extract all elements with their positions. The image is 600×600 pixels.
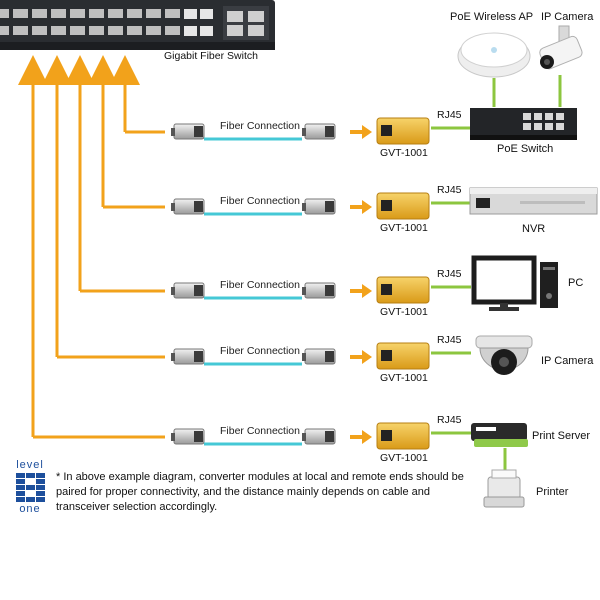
- connection-row: [171, 187, 598, 220]
- connection-row: [171, 422, 528, 450]
- fiber-connection-label: Fiber Connection: [220, 425, 300, 437]
- gvt-1001-converter-icon: [376, 342, 430, 370]
- device-label: IP Camera: [541, 355, 594, 367]
- rj45-label: RJ45: [437, 184, 462, 196]
- rj45-label: RJ45: [437, 414, 462, 426]
- device-label: NVR: [522, 223, 546, 235]
- footnote: * In above example diagram, converter mo…: [56, 471, 464, 513]
- poe-switch-icon: [470, 108, 577, 140]
- gvt-1001-label: GVT-1001: [380, 372, 428, 384]
- device-label: Print Server: [532, 430, 591, 442]
- dome-camera-icon: [475, 335, 533, 375]
- sfp-module-icon: [171, 123, 205, 140]
- fiber-connection-label: Fiber Connection: [220, 195, 300, 207]
- sfp-module-icon: [171, 282, 205, 299]
- sfp-module-icon: [171, 428, 205, 445]
- sfp-module-icon: [302, 198, 336, 215]
- print-server-icon: [471, 423, 528, 447]
- sfp-module-icon: [302, 428, 336, 445]
- nvr-icon: [469, 187, 598, 215]
- logo-word-level: level: [16, 459, 44, 471]
- sfp-module-icon: [302, 282, 336, 299]
- sfp-module-icon: [171, 198, 205, 215]
- pc-icon: [471, 255, 558, 311]
- connection-row: [171, 335, 533, 375]
- printer-icon: [483, 469, 525, 508]
- gvt-1001-converter-icon: [376, 117, 430, 145]
- gvt-1001-label: GVT-1001: [380, 306, 428, 318]
- gvt-1001-converter-icon: [376, 276, 430, 304]
- gvt-1001-label: GVT-1001: [380, 452, 428, 464]
- logo-word-one: one: [19, 503, 41, 515]
- connection-row: [171, 108, 577, 145]
- fiber-connection-label: Fiber Connection: [220, 120, 300, 132]
- gvt-1001-label: GVT-1001: [380, 222, 428, 234]
- gvt-1001-label: GVT-1001: [380, 147, 428, 159]
- switch-label: Gigabit Fiber Switch: [164, 50, 258, 62]
- ip-camera-icon: [539, 25, 583, 70]
- fiber-connection-label: Fiber Connection: [220, 279, 300, 291]
- gvt-1001-converter-icon: [376, 192, 430, 220]
- rj45-label: RJ45: [437, 109, 462, 121]
- levelone-logo: level one: [13, 460, 47, 515]
- sfp-module-icon: [302, 123, 336, 140]
- device-label: PC: [568, 277, 584, 289]
- rj45-label: RJ45: [437, 268, 462, 280]
- poe-wireless-ap-label: PoE Wireless AP: [450, 11, 534, 23]
- poe-wireless-ap-icon: [457, 32, 531, 78]
- ip-camera-top-label: IP Camera: [541, 11, 594, 23]
- orange-uplink-lines: [18, 55, 165, 439]
- gigabit-fiber-switch: [0, 0, 275, 50]
- fiber-connection-label: Fiber Connection: [220, 345, 300, 357]
- device-label: PoE Switch: [497, 143, 554, 155]
- sfp-module-icon: [171, 348, 205, 365]
- printer-label: Printer: [536, 486, 569, 498]
- gvt-1001-converter-icon: [376, 422, 430, 450]
- connection-row: [171, 255, 558, 311]
- rj45-label: RJ45: [437, 334, 462, 346]
- sfp-module-icon: [302, 348, 336, 365]
